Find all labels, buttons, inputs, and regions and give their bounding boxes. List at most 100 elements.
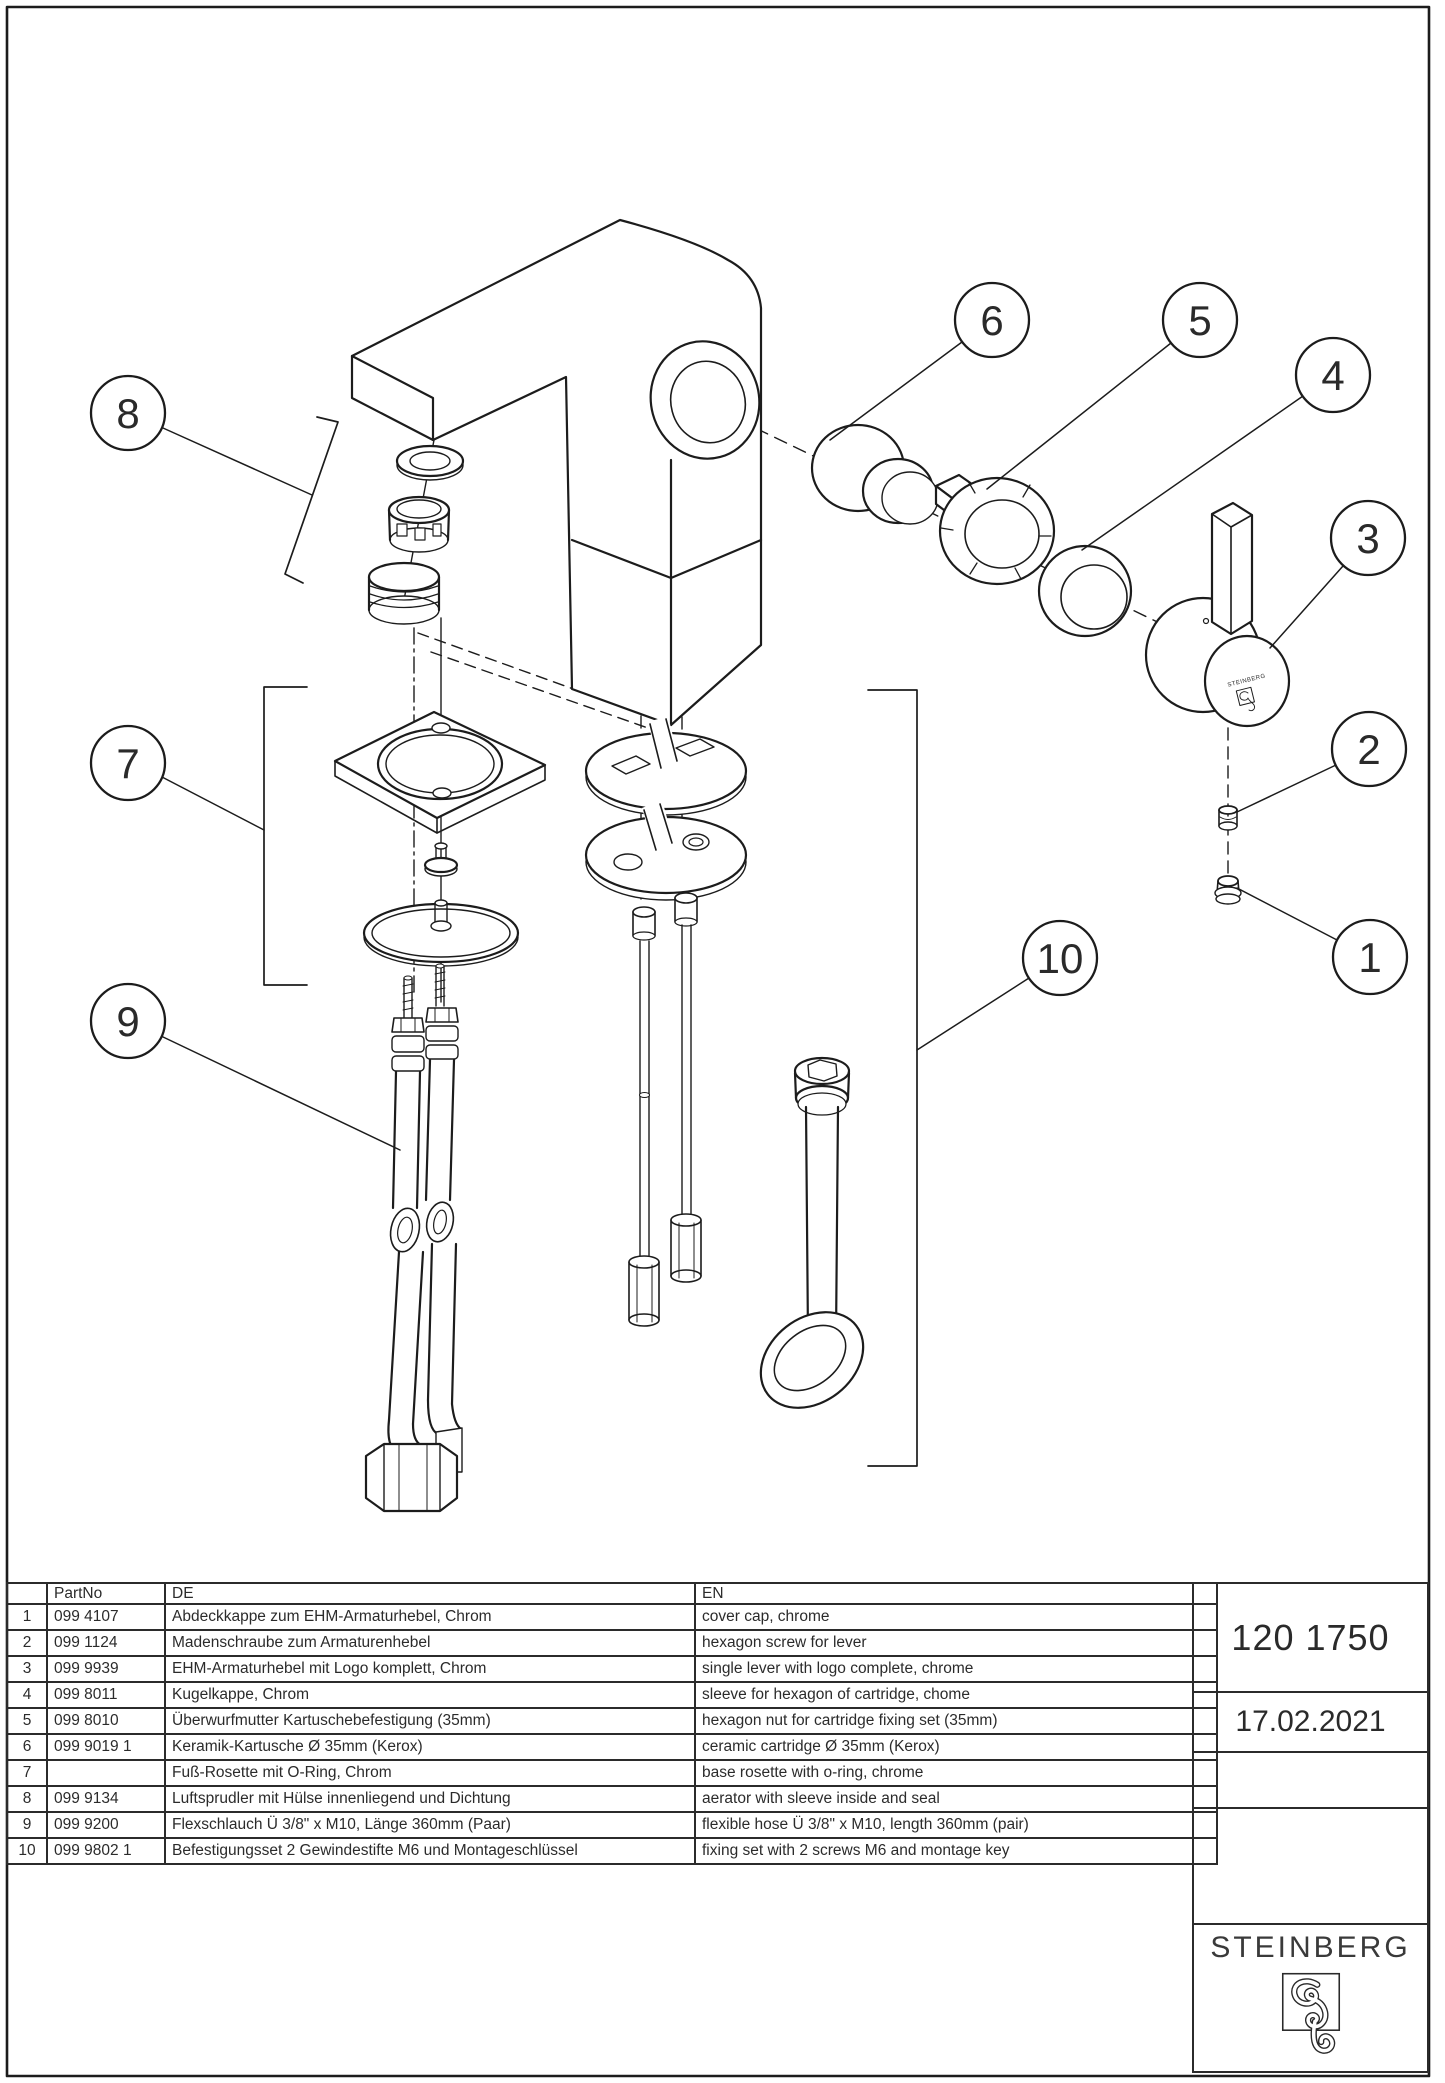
cell-en: aerator with sleeve inside and seal (694, 1785, 1218, 1813)
axis-lines (403, 409, 1229, 1003)
callout-circle-4 (1294, 336, 1372, 414)
cell-en: hexagon nut for cartridge fixing set (35… (694, 1707, 1218, 1735)
callout-label-6: 6 (980, 297, 1003, 344)
cell-no: 1 (6, 1603, 48, 1631)
cell-part_no: 099 9200 (46, 1811, 166, 1839)
cell-no: 5 (6, 1707, 48, 1735)
cell-de: Überwurfmutter Kartuschebefestigung (35m… (164, 1707, 696, 1735)
callout-label-3: 3 (1356, 515, 1379, 562)
callout-circle-2 (1330, 710, 1408, 788)
group-brackets (263, 416, 918, 1467)
part-aerator-set (367, 444, 465, 625)
header-no (6, 1582, 48, 1605)
callout-label-7: 7 (116, 740, 139, 787)
cell-no: 8 (6, 1785, 48, 1813)
callout-label-5: 5 (1188, 297, 1211, 344)
drawing-date: 17.02.2021 (1235, 1705, 1386, 1738)
cell-de: EHM-Armaturhebel mit Logo komplett, Chro… (164, 1655, 696, 1683)
cell-part_no (46, 1759, 166, 1787)
part-flex-hoses (364, 963, 463, 1513)
cell-no: 9 (6, 1811, 48, 1839)
callout-circle-7 (89, 724, 167, 802)
cell-en: cover cap, chrome (694, 1603, 1218, 1631)
callout-circle-5 (1161, 281, 1239, 359)
cell-en: sleeve for hexagon of cartridge, chome (694, 1681, 1218, 1709)
cell-part_no: 099 9019 1 (46, 1733, 166, 1761)
cell-no: 7 (6, 1759, 48, 1787)
cell-de: Luftsprudler mit Hülse innenliegend und … (164, 1785, 696, 1813)
cell-no: 2 (6, 1629, 48, 1657)
cell-de: Keramik-Kartusche Ø 35mm (Kerox) (164, 1733, 696, 1761)
part-lever (1144, 501, 1291, 728)
header-partno: PartNo (46, 1582, 166, 1605)
callout-circle-10 (1021, 919, 1099, 997)
brand-logo-icon (1281, 1972, 1340, 2054)
part-rosette-set (333, 710, 547, 967)
cell-part_no: 099 4107 (46, 1603, 166, 1631)
cell-de: Flexschlauch Ü 3/8" x M10, Länge 360mm (… (164, 1811, 696, 1839)
cell-part_no: 099 9939 (46, 1655, 166, 1683)
cell-part_no: 099 9134 (46, 1785, 166, 1813)
part-cover-cap (1214, 875, 1242, 905)
header-de: DE (164, 1582, 696, 1605)
empty-box-2 (1192, 1807, 1429, 1925)
callout-circle-3 (1329, 499, 1407, 577)
cartridge-hole-inner (669, 360, 747, 444)
callout-label-10: 10 (1037, 935, 1084, 982)
cell-de: Madenschraube zum Armaturenhebel (164, 1629, 696, 1657)
callout-label-4: 4 (1321, 352, 1344, 399)
callout-circle-9 (89, 982, 167, 1060)
sheet-border (5, 5, 1431, 2078)
brand-wordmark: STEINBERG (1210, 1931, 1411, 1964)
cell-de: Abdeckkappe zum EHM-Armaturhebel, Chrom (164, 1603, 696, 1631)
header-en: EN (694, 1582, 1218, 1605)
cell-no: 6 (6, 1733, 48, 1761)
callout-label-9: 9 (116, 998, 139, 1045)
leader-lines (160, 341, 1344, 1151)
cell-en: flexible hose Ü 3/8" x M10, length 360mm… (694, 1811, 1218, 1839)
title-block: 120 1750 17.02.2021 STEINBERG (1192, 1582, 1429, 2073)
product-number-box: 120 1750 (1192, 1582, 1429, 1693)
cell-en: single lever with logo complete, chrome (694, 1655, 1218, 1683)
cell-part_no: 099 8011 (46, 1681, 166, 1709)
parts-table-header-row: PartNo DE EN (6, 1582, 1218, 1605)
callout-label-1: 1 (1358, 934, 1381, 981)
cell-no: 3 (6, 1655, 48, 1683)
cell-part_no: 099 1124 (46, 1629, 166, 1657)
cell-de: Fuß-Rosette mit O-Ring, Chrom (164, 1759, 696, 1787)
part-hex-nut (938, 476, 1056, 586)
part-fixing-set (584, 716, 865, 1409)
cell-de: Befestigungsset 2 Gewindestifte M6 und M… (164, 1837, 696, 1865)
cell-part_no: 099 8010 (46, 1707, 166, 1735)
cell-part_no: 099 9802 1 (46, 1837, 166, 1865)
empty-box-1 (1192, 1751, 1429, 1809)
callout-circle-1 (1331, 918, 1409, 996)
callout-numbers: 8 7 9 6 5 4 3 2 1 10 STEINBERG (116, 297, 1381, 1045)
brand-box: STEINBERG (1192, 1923, 1429, 2073)
product-number: 120 1750 (1231, 1616, 1390, 1658)
callout-balloons (89, 281, 1409, 1060)
date-box: 17.02.2021 (1192, 1691, 1429, 1753)
part-sleeve (1037, 544, 1133, 638)
callout-circle-8 (89, 374, 167, 452)
cell-en: fixing set with 2 screws M6 and montage … (694, 1837, 1218, 1865)
cell-en: ceramic cartridge Ø 35mm (Kerox) (694, 1733, 1218, 1761)
cell-de: Kugelkappe, Chrom (164, 1681, 696, 1709)
callout-label-2: 2 (1357, 726, 1380, 773)
cell-no: 10 (6, 1837, 48, 1865)
cell-en: base rosette with o-ring, chrome (694, 1759, 1218, 1787)
callout-label-8: 8 (116, 390, 139, 437)
